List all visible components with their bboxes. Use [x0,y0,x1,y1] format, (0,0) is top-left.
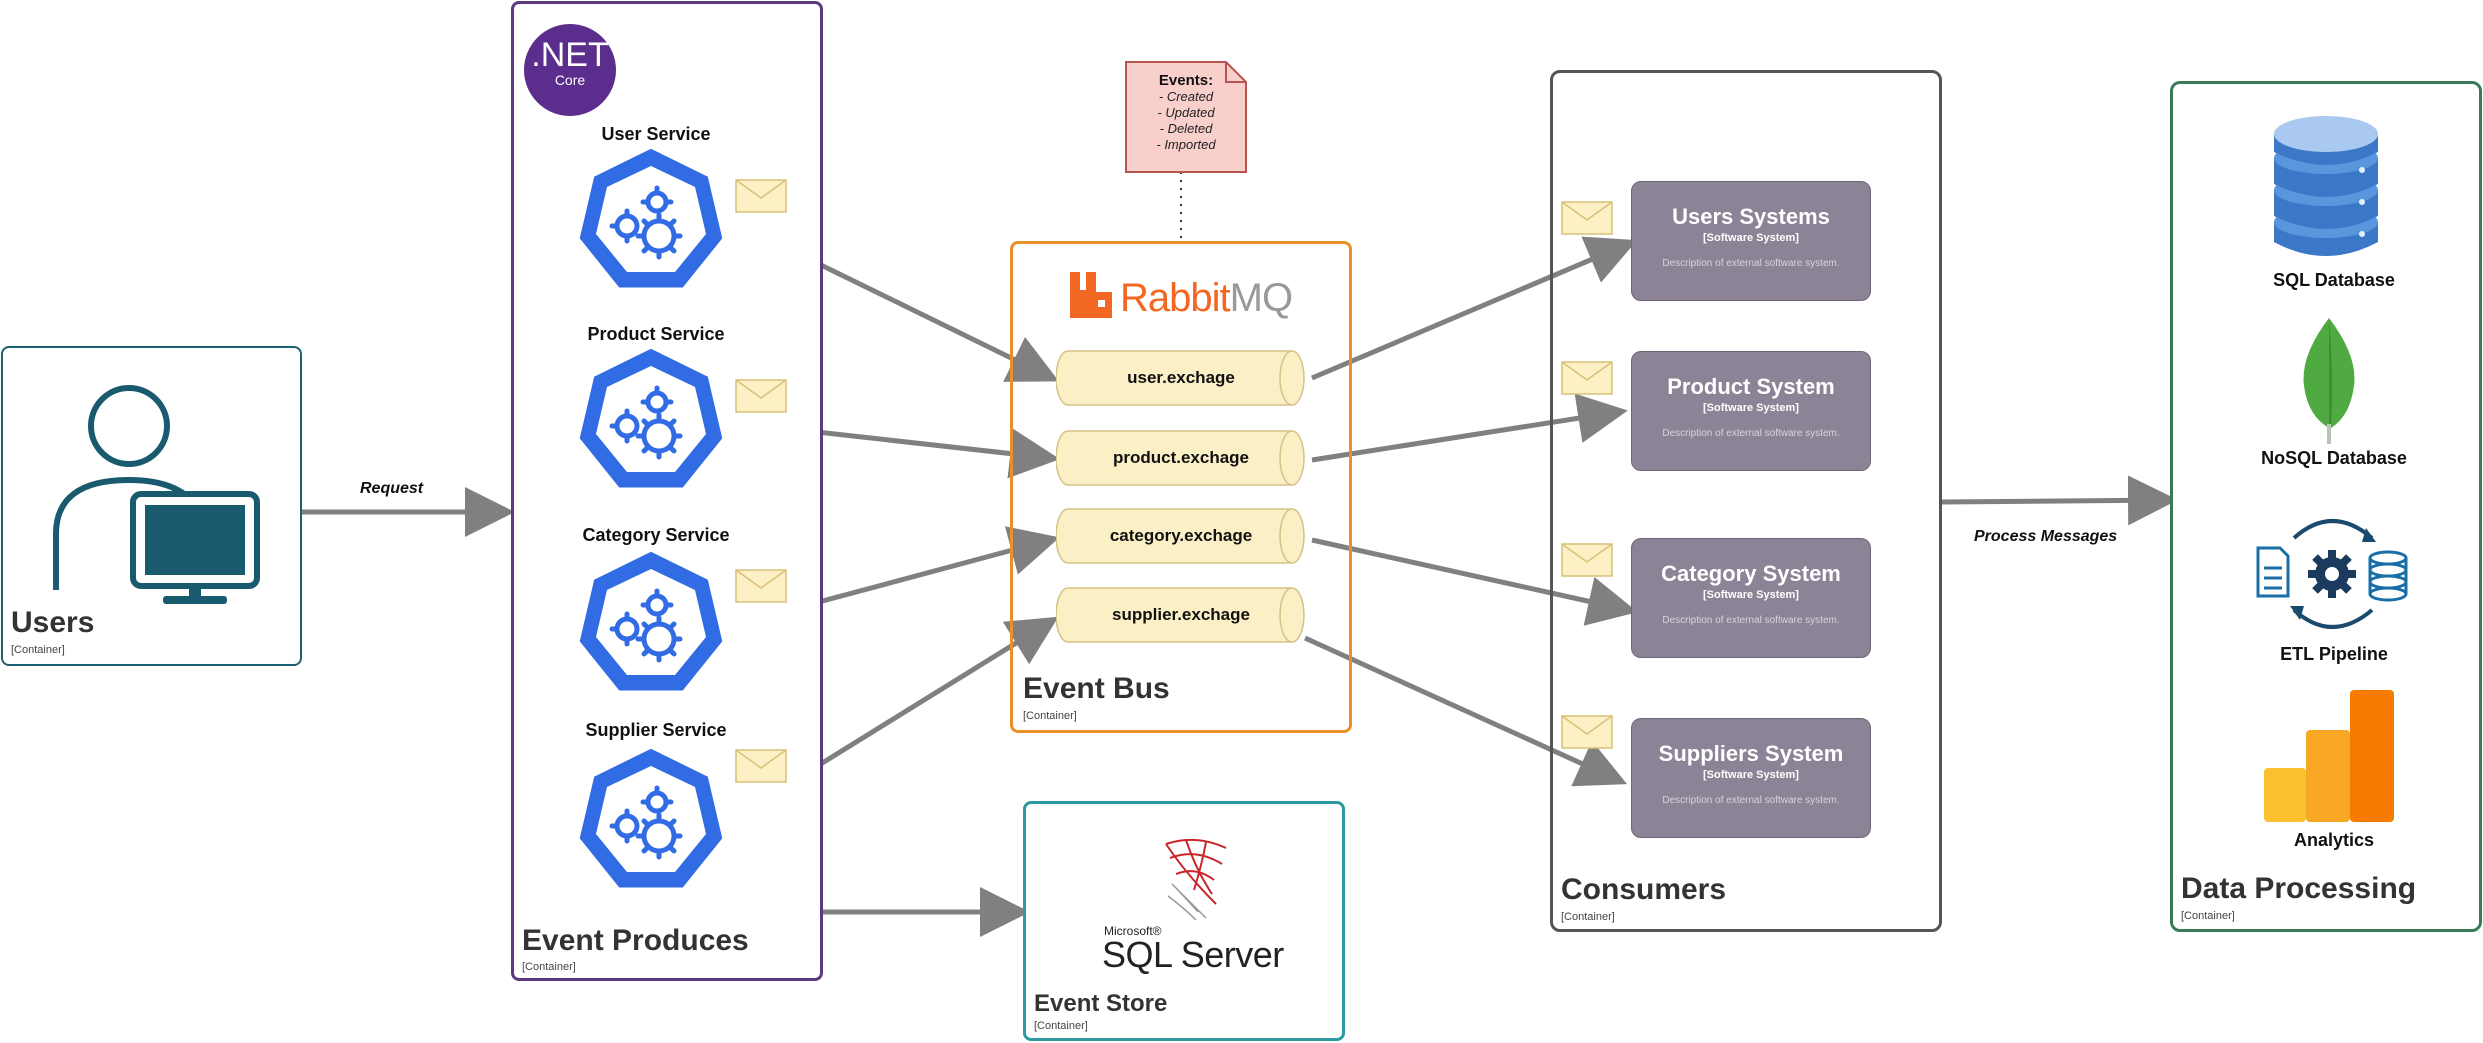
users-title: Users [11,606,95,639]
rabbitmq-icon [1070,272,1112,318]
event-store-container[interactable]: Microsoft® SQL Server Event Store [Conta… [1023,801,1345,1041]
exchange-cylinder-shape [1056,508,1305,564]
events-note-shape [1125,61,1247,173]
sql-database-label: SQL Database [2273,270,2395,290]
system-title: Product System [1667,374,1835,399]
consumers-type: [Container] [1561,911,1615,923]
exchange-label: supplier.exchage [1112,605,1250,624]
events-note-item: - Imported [1156,137,1216,152]
events-note: Events: - Created - Updated - Deleted - … [1124,72,1248,153]
system-description: Description of external software system. [1662,428,1840,439]
envelope-icon-category [735,569,787,603]
system-title: Suppliers System [1658,741,1844,766]
events-note-item: - Deleted [1159,121,1213,136]
users-container[interactable]: Users [Container] [1,346,302,666]
event-store-title: Event Store [1034,990,1168,1017]
arrow-consumers-to-data-processing [1941,475,2178,526]
system-description: Description of external software system. [1662,795,1840,806]
exchange-label: category.exchage [1109,526,1253,545]
events-note-item: - Updated [1157,105,1215,120]
system-title: Category System [1661,561,1841,586]
sql-database-icon [2274,116,2378,256]
system-type: [Software System] [1703,769,1799,781]
sql-server-logo-text: SQL Server [1102,934,1284,975]
envelope-icon-product [735,379,787,413]
exchange-supplier[interactable]: supplier.exchage [1056,586,1306,644]
consumers-container[interactable]: Consumers [Container] [1550,70,1942,932]
rabbitmq-text-rabbit: Rabbit [1120,276,1231,320]
exchange-cylinder-shape [1056,350,1305,406]
process-messages-label: Process Messages [1974,528,2118,545]
producers-title: Event Produces [522,924,749,957]
envelope-icon-user [735,179,787,213]
exchange-label: user.exchage [1127,368,1235,387]
category-system-card[interactable]: Category System [Software System] Descri… [1631,538,1871,658]
users-type: [Container] [11,644,65,656]
exchange-cylinder-shape [1056,430,1305,486]
system-type: [Software System] [1703,589,1799,601]
event-bus-type: [Container] [1023,710,1077,722]
sql-server-logo-icon [1165,838,1227,921]
service-label-product: Product Service [587,324,725,344]
producers-type: [Container] [522,961,576,973]
request-label: Request [360,480,424,497]
system-description: Description of external software system. [1662,615,1840,626]
arrow-exchange-to-product-system [1311,393,1628,463]
system-type: [Software System] [1703,402,1799,414]
analytics-bars-icon [2264,690,2394,822]
exchange-user[interactable]: user.exchage [1056,349,1306,407]
data-processing-title: Data Processing [2181,872,2417,905]
event-bus-title: Event Bus [1023,672,1170,705]
etl-pipeline-label: ETL Pipeline [2280,644,2388,664]
arrow-exchange-to-category-system [1311,537,1638,626]
exchange-cylinder-shape [1056,587,1305,643]
exchange-label: product.exchage [1112,448,1250,467]
events-note-title: Events: [1158,72,1214,89]
exchange-product[interactable]: product.exchage [1056,429,1306,487]
service-label-supplier: Supplier Service [585,720,727,740]
envelope-icon-supplier [735,749,787,783]
suppliers-system-card[interactable]: Suppliers System [Software System] Descr… [1631,718,1871,838]
users-system-card[interactable]: Users Systems [Software System] Descript… [1631,181,1871,301]
system-type: [Software System] [1703,232,1799,244]
system-title: Users Systems [1672,204,1830,229]
exchange-category[interactable]: category.exchage [1056,507,1306,565]
service-label-user: User Service [601,124,711,144]
consumers-title: Consumers [1561,873,1727,906]
data-processing-type: [Container] [2181,910,2235,922]
service-label-category: Category Service [582,525,730,545]
event-bus-container[interactable]: RabbitMQ Event Bus [Container] [1010,241,1352,733]
arrow-exchange-to-suppliers-system [1303,635,1628,787]
events-note-item: - Created [1158,89,1214,104]
rabbitmq-text-mq: MQ [1229,276,1293,320]
system-description: Description of external software system. [1662,258,1840,269]
event-store-type: [Container] [1034,1020,1088,1032]
analytics-label: Analytics [2293,830,2375,850]
mongodb-leaf-icon [2303,318,2355,444]
nosql-database-label: NoSQL Database [2261,448,2407,468]
sql-server-logo-small: Microsoft® [1104,924,1162,938]
product-system-card[interactable]: Product System [Software System] Descrip… [1631,351,1871,471]
user-computer-icon [53,385,260,604]
dotnet-core-badge: .NET Core [524,24,616,116]
arrow-exchange-to-users-system [1311,236,1638,381]
etl-pipeline-icon [2256,519,2408,629]
